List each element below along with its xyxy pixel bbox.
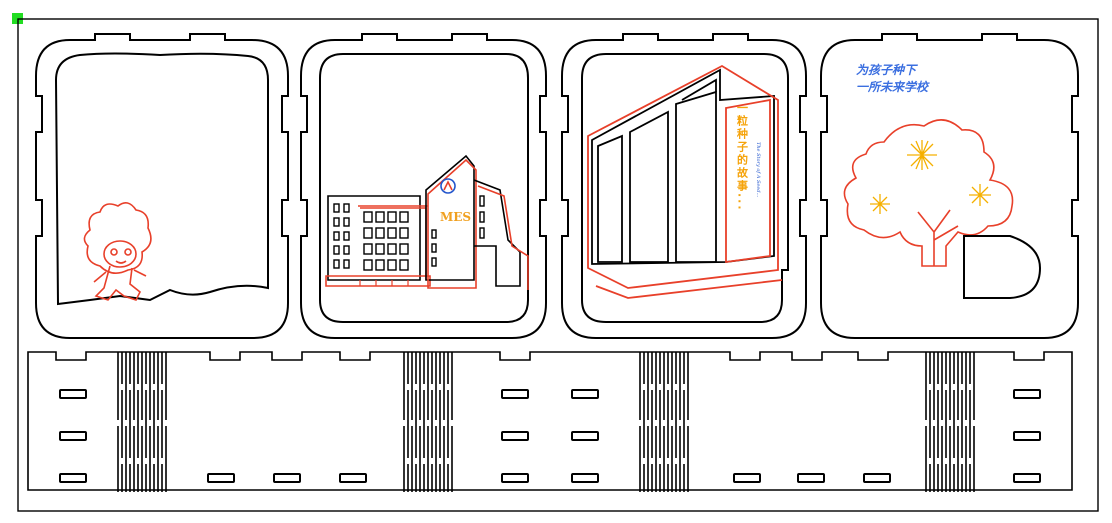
slot-group [59,389,1041,483]
living-hinge-1 [117,352,167,492]
panel-3-outer-frame [561,33,807,339]
slogan-line-1: 为孩子种下 [856,63,918,77]
panel-4-cutout [963,235,1042,299]
living-hinge-3 [639,352,689,492]
vertical-title: 一粒种子的故事... [736,102,750,212]
school-building-engraving [325,154,529,290]
base-strip [27,351,1073,491]
panel-2-inner-window [319,53,529,323]
vertical-subtitle: The Story of A Seed... [755,142,761,198]
fireworks-engraving [870,140,991,214]
living-hinges [117,352,975,492]
panel-3-inner-window [581,53,789,323]
living-hinge-4 [925,352,975,492]
panel-1-outer-frame [35,33,289,339]
panel-1 [35,33,289,339]
modern-building-engraving [587,64,783,299]
sheet-border [17,18,1099,512]
panel-2-outer-frame [300,33,547,339]
living-hinge-2 [403,352,453,492]
panel-4: 为孩子种下 一所未来学校 [820,33,1079,339]
panel-3: 一粒种子的故事... The Story of A Seed... [561,33,807,339]
tree-engraving [843,119,1014,267]
slogan-line-2: 一所未来学校 [856,80,930,94]
base-strip-outline [27,351,1073,491]
panel-1-inner-window [54,52,269,306]
building-sign: MES [440,210,471,224]
panel-4-outer-frame [820,33,1079,339]
mascot-engraving [83,202,152,301]
panel-2: MES [300,33,547,339]
